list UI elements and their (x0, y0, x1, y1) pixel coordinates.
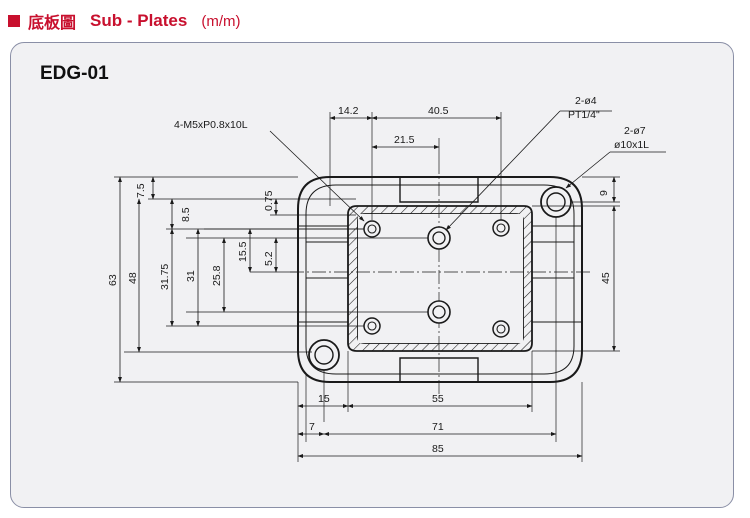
model-label: EDG-01 (40, 63, 109, 84)
dim-7: 7 (309, 421, 315, 433)
header-title: Sub - Plates (90, 11, 188, 30)
dim-45: 45 (600, 272, 612, 284)
dim-55: 55 (432, 393, 444, 405)
page-header: 底板圖 Sub - Plates (m/m) (8, 8, 240, 34)
thread-holes (363, 219, 510, 338)
dim-31: 31 (185, 270, 197, 282)
dim-63: 63 (107, 274, 119, 286)
extension-lines (114, 112, 620, 462)
dim-5-2: 5.2 (263, 251, 275, 266)
dim-14-2: 14.2 (338, 105, 359, 117)
port-hole-bottom (427, 300, 451, 324)
dim-21-5: 21.5 (394, 134, 415, 146)
port-hole-top (427, 226, 451, 250)
dim-25-8: 25.8 (211, 265, 223, 286)
leader-lines (269, 110, 666, 231)
dim-40-5: 40.5 (428, 105, 449, 117)
dimension-lines (118, 116, 616, 458)
center-lines (290, 160, 592, 398)
dim-8-5: 8.5 (180, 207, 192, 222)
dim-31-75: 31.75 (159, 264, 171, 290)
mount-callout-line2: ø10x1L (614, 139, 649, 151)
dim-15: 15 (318, 393, 330, 405)
header-chinese-title: 底板圖 (28, 13, 77, 32)
dim-0-75: 0.75 (263, 190, 275, 211)
dim-7-5: 7.5 (135, 183, 147, 198)
dim-85: 85 (432, 443, 444, 455)
mounting-hole-bottom-left (308, 339, 340, 371)
dim-71: 71 (432, 421, 444, 433)
mounting-hole-top-right (540, 186, 572, 218)
dim-48: 48 (127, 272, 139, 284)
red-square-icon (8, 15, 20, 27)
thread-callout: 4-M5xP0.8x10L (174, 119, 248, 131)
port-callout-line1: 2-ø4 (575, 95, 597, 107)
dim-15-5: 15.5 (237, 241, 249, 262)
port-callout-line2: PT1/4" (568, 109, 600, 121)
dim-9: 9 (598, 190, 610, 196)
mount-callout-line1: 2-ø7 (624, 125, 646, 137)
header-unit: (m/m) (201, 12, 241, 30)
